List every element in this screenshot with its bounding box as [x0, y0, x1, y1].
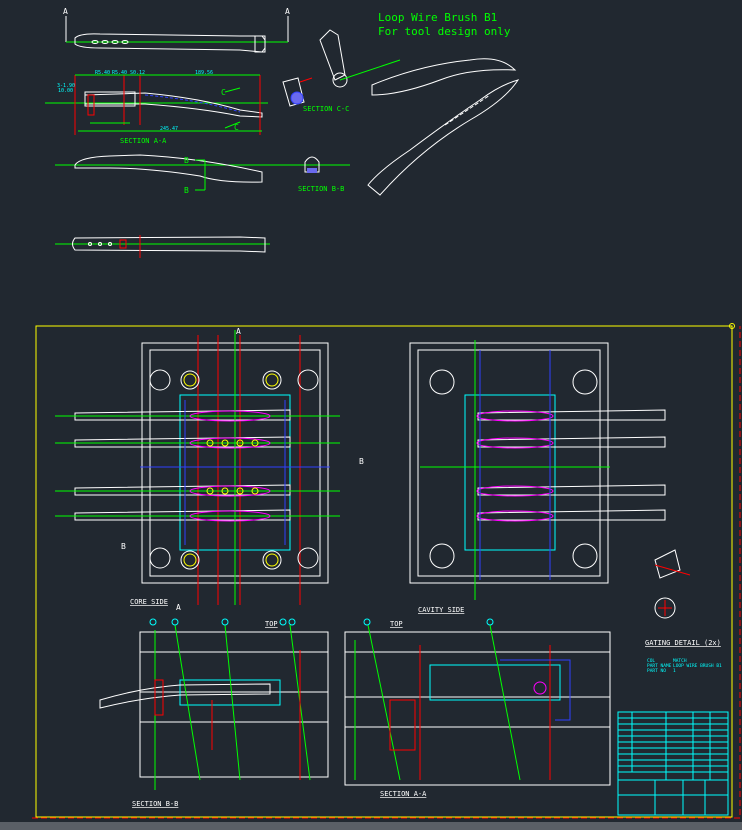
title-line-2: For tool design only: [378, 25, 511, 38]
drawing-text: TOP: [265, 620, 278, 628]
drawing-text: 1: [673, 668, 676, 674]
sheet-border: [32, 326, 741, 819]
drawing-text: A: [236, 327, 241, 336]
drawing-text: C: [221, 88, 226, 97]
part-section-cc: SECTION C-C: [282, 77, 349, 113]
mold-section-aa: TOP SECTION A-A: [344, 618, 611, 798]
mold-section-bb: TOP SECTION B-B: [99, 618, 329, 808]
part-isometric-views: [319, 29, 520, 196]
drawing-text: 189.56: [195, 70, 213, 76]
part-section-aa: R5.40 R5.40 S0.12 189.56 245.47 10.00 3-…: [45, 70, 268, 145]
title-block: [617, 711, 729, 816]
drawing-text: PART NAME: [647, 663, 672, 669]
drawing-text: B: [184, 156, 189, 165]
part-bottom-view: [55, 235, 270, 258]
grip-handle[interactable]: [729, 323, 735, 329]
title-line-1: Loop Wire Brush B1: [378, 11, 497, 24]
drawing-text: C: [234, 123, 239, 132]
status-bar: [0, 822, 742, 830]
label-gating-detail: GATING DETAIL (2x): [645, 639, 721, 647]
drawing-text: COL: [647, 658, 655, 664]
drawing-text: B: [359, 457, 364, 466]
label-cavity-side: CAVITY SIDE: [418, 606, 464, 614]
drawing-text: S0.12: [130, 70, 145, 76]
label-section-bb-bottom: SECTION B-B: [132, 800, 178, 808]
drawing-text: B: [121, 542, 126, 551]
drawing-text: R5.40: [112, 70, 127, 76]
drawing-text: A: [63, 7, 68, 16]
drawing-text: A: [176, 603, 181, 612]
drawing-text: 10.00: [58, 88, 73, 94]
drawing-text: LOOP WIRE BRUSH B1: [673, 663, 722, 669]
drawing-text: R5.40: [95, 70, 110, 76]
drawing-title: Loop Wire Brush B1 For tool design only: [378, 11, 511, 38]
drawing-text: TOP: [390, 620, 403, 628]
label-section-bb-top: SECTION B-B: [298, 185, 344, 193]
part-plan-view: A A: [63, 7, 290, 53]
drawing-text: MATCH: [673, 658, 687, 664]
part-side-view: B B SECTION B-B: [55, 154, 350, 195]
drawing-text: 245.47: [160, 126, 178, 132]
drawing-text: A: [285, 7, 290, 16]
gating-detail: GATING DETAIL (2x) COL MATCH PART NAME L…: [645, 549, 722, 674]
cavity-side-plate: CAVITY SIDE: [409, 340, 666, 614]
drawing-text: 3-1.90: [57, 83, 75, 89]
drawing-text: B: [184, 186, 189, 195]
drawing-border: [35, 325, 733, 818]
core-side-plate: A A B B CORE SIDE: [55, 327, 364, 612]
label-section-aa-top: SECTION A-A: [120, 137, 167, 145]
drawing-text: PART NO: [647, 668, 666, 674]
label-section-aa-bottom: SECTION A-A: [380, 790, 427, 798]
label-section-cc: SECTION C-C: [303, 105, 349, 113]
label-core-side: CORE SIDE: [130, 598, 168, 606]
